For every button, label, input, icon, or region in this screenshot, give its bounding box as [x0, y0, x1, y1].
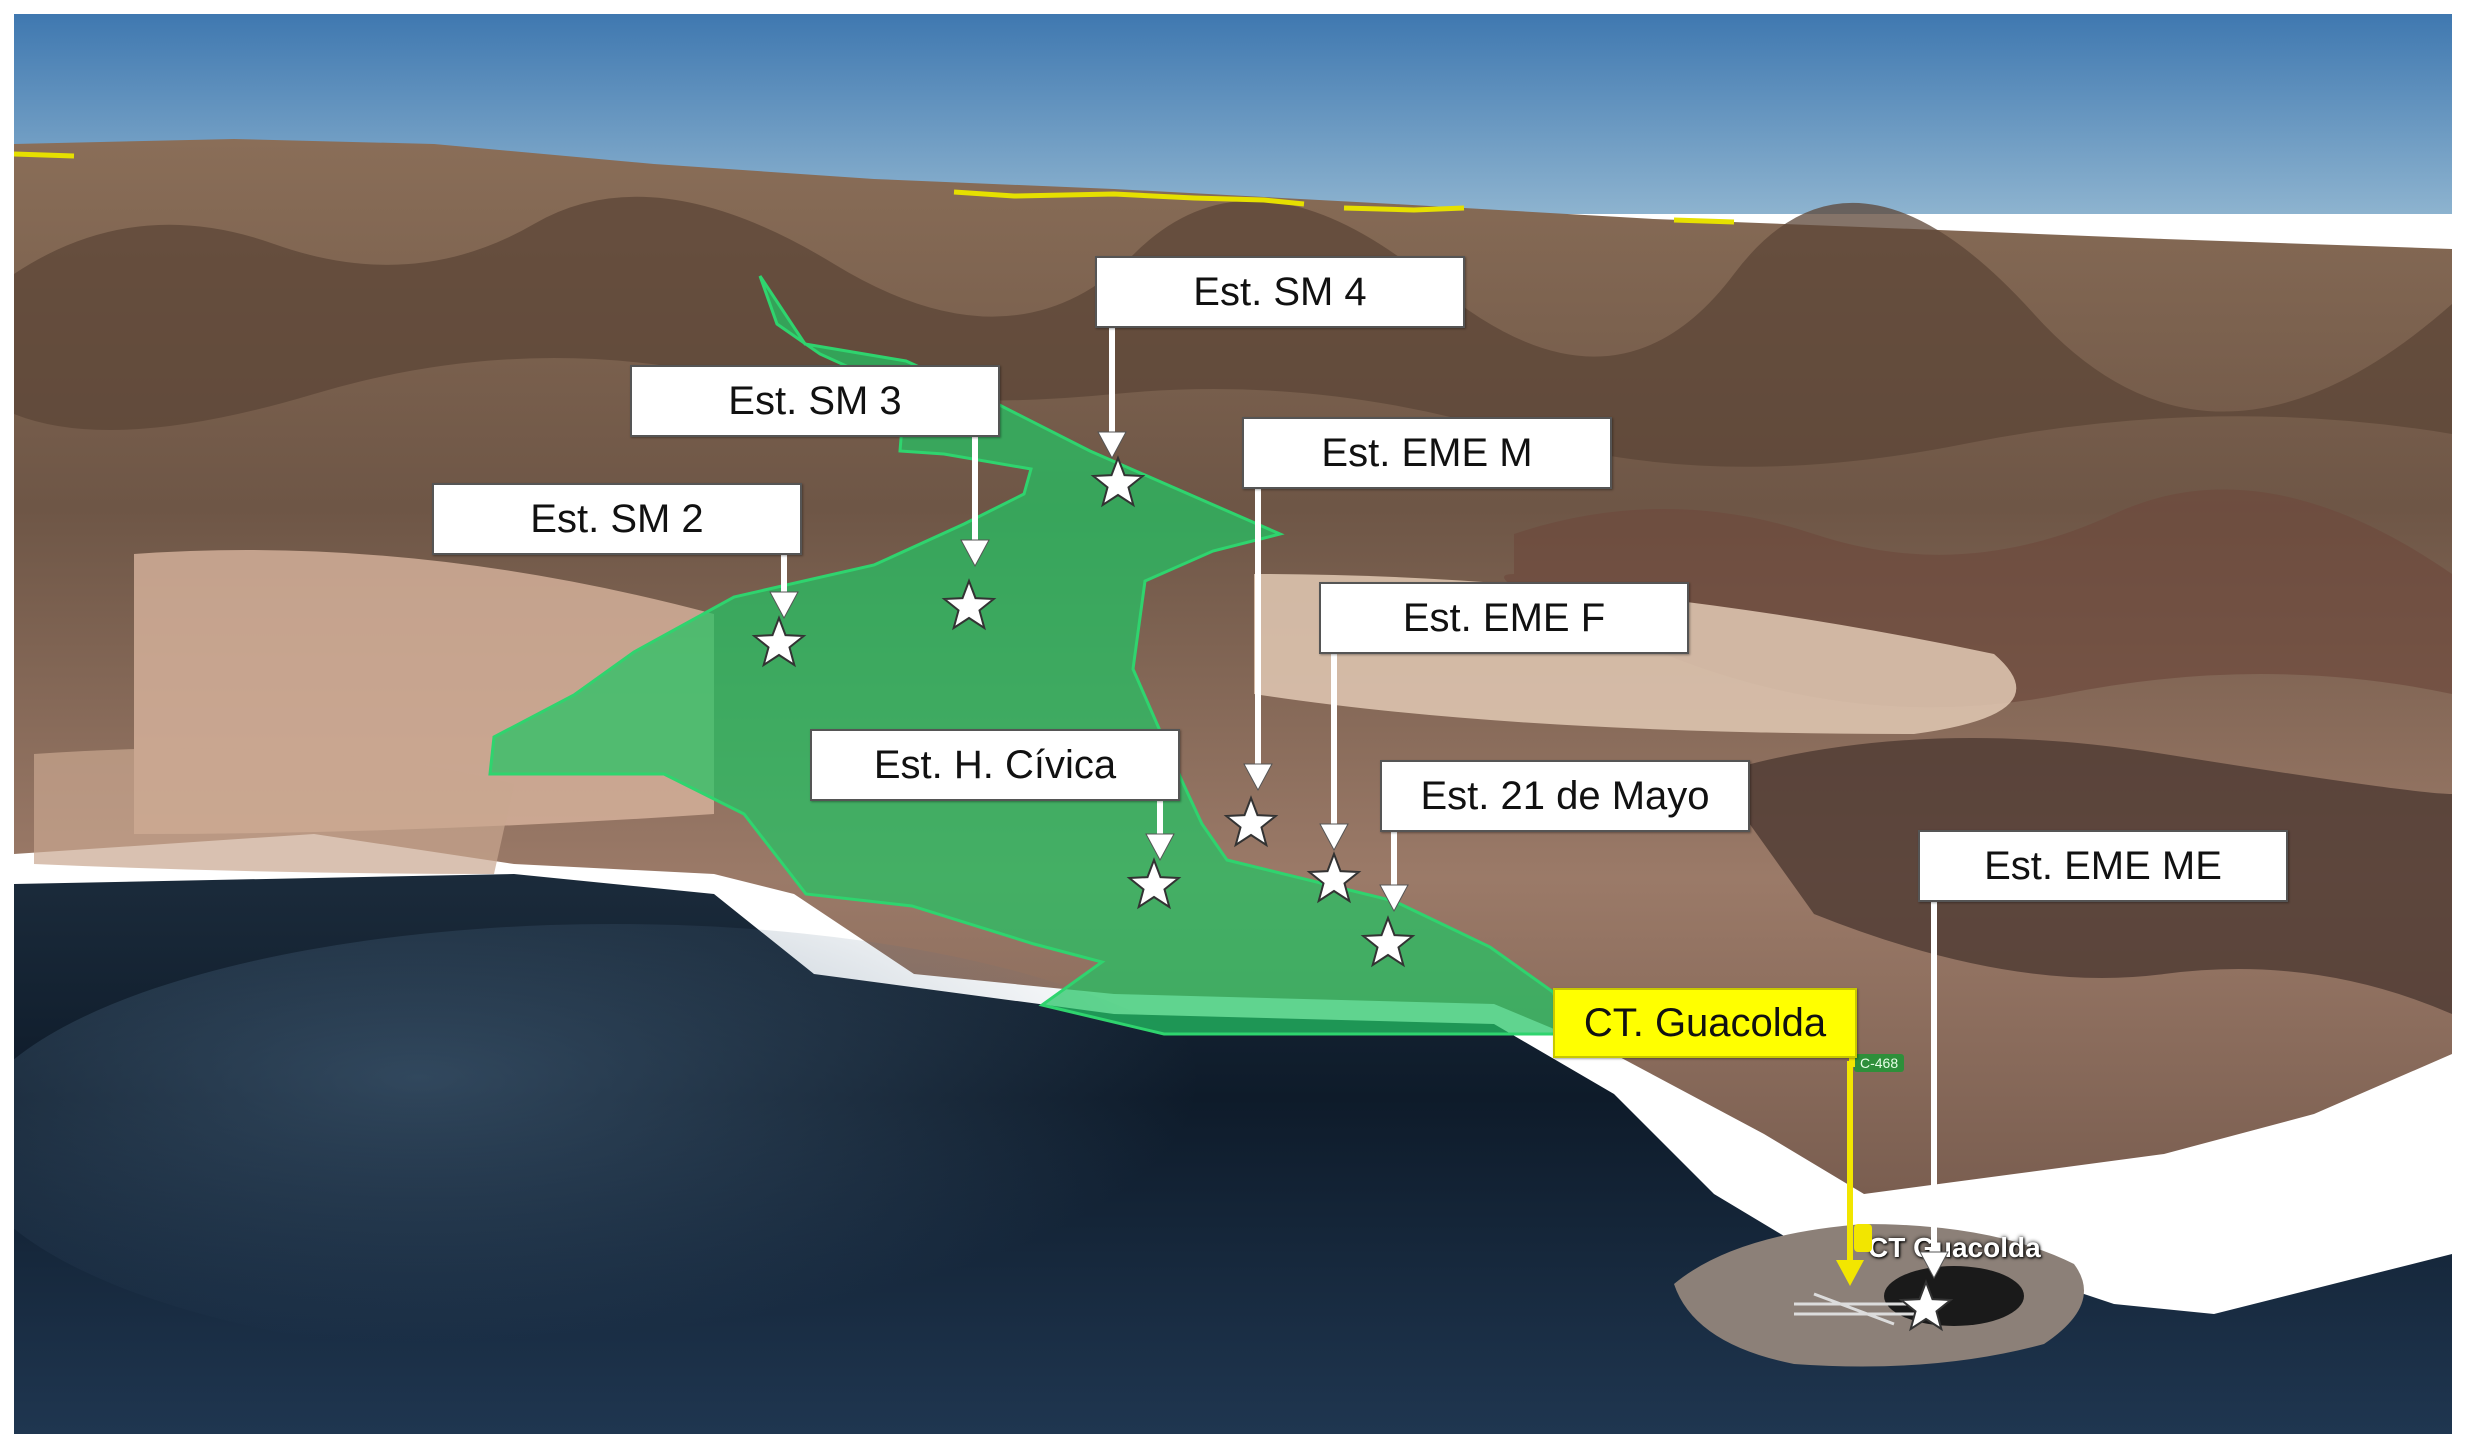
station-label-21-de-mayo: Est. 21 de Mayo [1380, 760, 1750, 832]
station-label-h-civica: Est. H. Cívica [810, 729, 1180, 801]
map-pin-icon [1854, 1224, 1872, 1252]
map-view: CT Guacolda C-468 Est. SM 4 Est. SM 3 Es… [14, 14, 2452, 1434]
border-line [14, 151, 1735, 225]
desert-plain [34, 748, 514, 874]
road-shield: C-468 [1854, 1054, 1905, 1072]
sea-glare [14, 924, 1264, 1364]
city-area-polygon [488, 275, 1573, 1036]
plant-structures [1794, 1292, 1914, 1326]
place-label-guacolda: CT Guacolda [1868, 1232, 2041, 1263]
station-label-eme-f: Est. EME F [1319, 582, 1689, 654]
station-label-eme-m: Est. EME M [1242, 417, 1612, 489]
station-label-sm2: Est. SM 2 [432, 483, 802, 555]
station-label-sm4: Est. SM 4 [1095, 256, 1465, 328]
station-label-eme-me: Est. EME ME [1918, 830, 2288, 902]
mountain-ridge [14, 196, 2452, 467]
station-label-sm3: Est. SM 3 [630, 365, 1000, 437]
coal-yard [1884, 1266, 2024, 1326]
plant-label-ct-guacolda: CT. Guacolda [1553, 988, 1857, 1058]
peninsula [1674, 1224, 2084, 1367]
terrain-scene [14, 14, 2452, 1434]
